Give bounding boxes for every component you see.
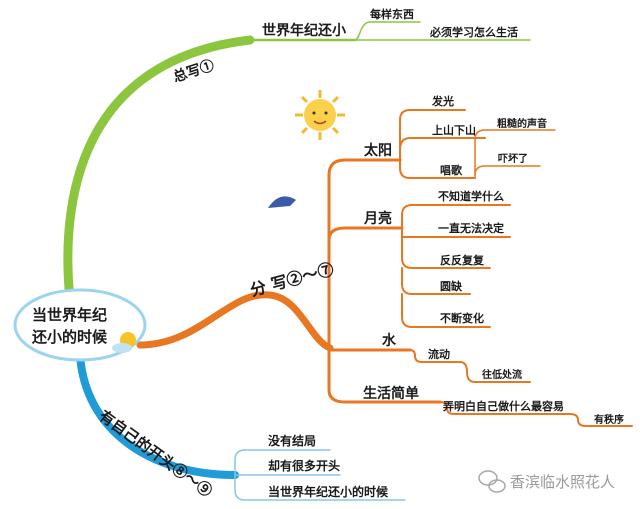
moon-child: 圆缺 [440, 279, 463, 293]
wechat-icon [478, 470, 506, 493]
summary-child: 每样东西 [370, 7, 414, 21]
sun-node: 太阳 [364, 142, 392, 159]
central-node: 当世界年纪 还小的时候 [13, 288, 147, 362]
life-child: 弄明白自己做什么最容易 [442, 399, 564, 413]
moon-icon [263, 196, 315, 246]
detail-branch [136, 109, 633, 427]
sun-child: 唱歌 [440, 163, 463, 177]
moon-child: 不断变化 [440, 311, 484, 325]
sun-icon [295, 90, 345, 140]
life-node: 生活简单 [363, 385, 419, 402]
moon-node: 月亮 [363, 210, 392, 227]
water-node: 水 [382, 332, 397, 349]
cloud-sun-icon [112, 332, 136, 353]
summary-branch [63, 21, 531, 305]
central-line-2: 还小的时候 [31, 328, 108, 346]
sun-child: 发光 [431, 94, 454, 108]
sun-child: 上山下山 [432, 123, 476, 137]
opening-branch [76, 351, 406, 501]
opening-child: 没有结局 [268, 433, 316, 448]
detail-label: 分 写②～⑦ [248, 259, 336, 300]
sing-child: 粗糙的声音 [497, 117, 547, 130]
watermark-text: 香滨临水照花人 [510, 473, 615, 491]
summary-child: 必须学习怎么生活 [429, 25, 518, 39]
sing-child: 吓坏了 [498, 153, 528, 165]
central-line-1: 当世界年纪 [32, 306, 107, 324]
opening-label: 有自己的开头⑧～⑨ [96, 407, 216, 501]
moon-child: 不知道学什么 [438, 189, 504, 203]
summary-node: 世界年纪还小 [262, 22, 346, 39]
moon-child: 一直无法决定 [438, 221, 504, 235]
opening-child: 却有很多开头 [268, 458, 340, 473]
water-child: 流动 [428, 347, 450, 361]
water-child: 往低处流 [482, 368, 522, 381]
opening-child: 当世界年纪还小的时候 [268, 484, 389, 499]
moon-child: 反反复复 [440, 253, 485, 267]
life-child: 有秩序 [594, 413, 624, 426]
